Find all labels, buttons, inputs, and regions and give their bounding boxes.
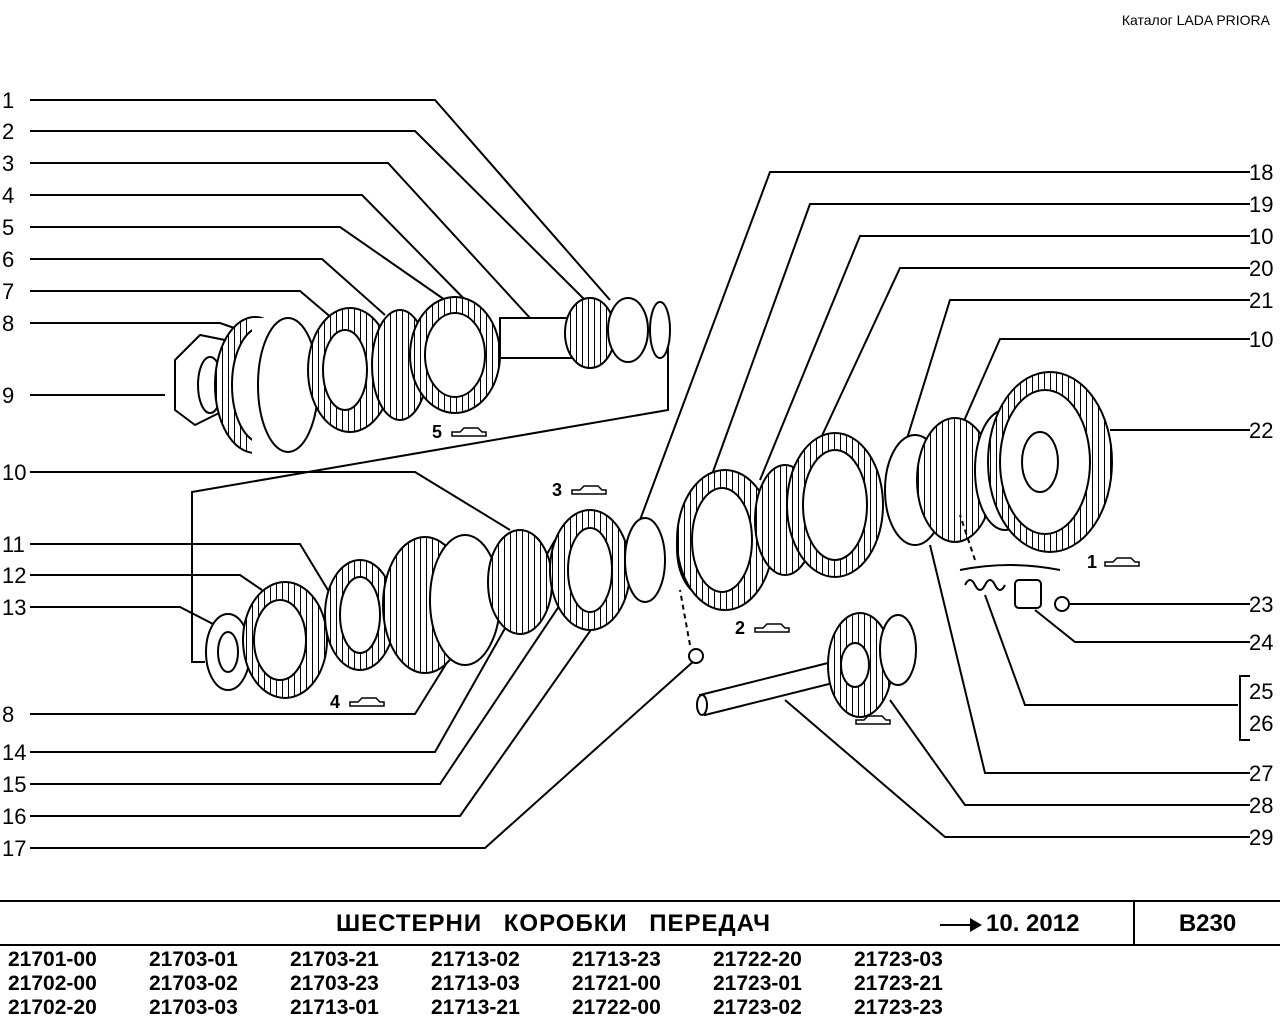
model-code: 21703-23 — [290, 972, 379, 995]
model-code: 21703-02 — [149, 972, 238, 995]
reverse-idler — [696, 612, 917, 718]
callout-9: 9 — [2, 383, 14, 408]
exploded-gearbox-diagram: 5 3 4 2 1 1 2 3 4 5 6 7 8 9 10 11 12 13 … — [2, 88, 1273, 861]
gear-label-4: 4 — [330, 692, 340, 712]
callout-22: 22 — [1249, 418, 1273, 443]
callout-12: 12 — [2, 563, 26, 588]
callout-6: 6 — [2, 247, 14, 272]
model-code: 21723-23 — [854, 996, 943, 1019]
callout-28: 28 — [1249, 793, 1273, 818]
model-code: 21723-21 — [854, 972, 943, 995]
model-code: 21703-21 — [290, 948, 379, 971]
assembly-arrows — [679, 514, 976, 646]
model-list: 21701-00 21702-00 21702-20 21703-01 2170… — [8, 948, 1008, 1020]
callout-16: 16 — [2, 804, 26, 829]
model-code: 21722-20 — [713, 948, 802, 971]
callout-11: 11 — [2, 532, 25, 557]
model-code: 21702-20 — [8, 996, 97, 1019]
title-block: ШЕСТЕРНИ КОРОБКИ ПЕРЕДАЧ 10. 2012 B230 — [0, 900, 1280, 946]
catalog-header: Каталог LADA PRIORA — [1121, 12, 1270, 28]
model-code: 21713-03 — [431, 972, 520, 995]
callout-13: 13 — [2, 595, 26, 620]
callout-18: 18 — [1249, 160, 1273, 185]
callout-26: 26 — [1249, 711, 1273, 736]
callout-19: 19 — [1249, 192, 1273, 217]
callout-5: 5 — [2, 215, 14, 240]
callout-4: 4 — [2, 183, 14, 208]
callout-14: 14 — [2, 740, 26, 765]
upper-shaft-assembly — [174, 296, 671, 455]
gear-indicators: 5 3 4 2 1 — [330, 422, 1140, 725]
detent-parts — [688, 564, 1070, 664]
callout-10r2: 10 — [1249, 327, 1273, 352]
page-code: B230 — [1178, 910, 1237, 937]
model-code: 21702-00 — [8, 972, 97, 995]
model-code: 21723-02 — [713, 996, 802, 1019]
callout-numbers: 1 2 3 4 5 6 7 8 9 10 11 12 13 8 14 15 16… — [2, 88, 1273, 861]
callout-21: 21 — [1249, 288, 1273, 313]
model-code: 21701-00 — [8, 948, 97, 971]
date-field: 10. 2012 — [940, 910, 1079, 938]
gear-label-3: 3 — [552, 480, 562, 500]
model-code: 21703-01 — [149, 948, 238, 971]
callout-15: 15 — [2, 772, 26, 797]
callout-25: 25 — [1249, 679, 1273, 704]
leader-lines — [30, 99, 1250, 849]
date-value: 10. 2012 — [986, 910, 1080, 937]
arrow-icon — [940, 917, 982, 932]
model-code: 21721-00 — [572, 972, 661, 995]
callout-27: 27 — [1249, 761, 1273, 786]
gear-label-2: 2 — [735, 618, 745, 638]
model-code: 21713-01 — [290, 996, 379, 1019]
model-code: 21723-03 — [854, 948, 943, 971]
callout-7: 7 — [2, 279, 14, 304]
callout-10: 10 — [2, 460, 26, 485]
page-title: ШЕСТЕРНИ КОРОБКИ ПЕРЕДАЧ — [336, 910, 772, 937]
callout-24: 24 — [1249, 630, 1273, 655]
callout-3: 3 — [2, 151, 14, 176]
model-code: 21722-00 — [572, 996, 661, 1019]
callout-10r: 10 — [1249, 224, 1273, 249]
callout-8b: 8 — [2, 702, 14, 727]
model-code: 21723-01 — [713, 972, 802, 995]
callout-23: 23 — [1249, 592, 1273, 617]
model-code: 21713-02 — [431, 948, 520, 971]
divider — [1133, 902, 1135, 944]
model-code: 21713-23 — [572, 948, 661, 971]
model-code: 21713-21 — [431, 996, 520, 1019]
callout-29: 29 — [1249, 825, 1273, 850]
callout-20: 20 — [1249, 256, 1273, 281]
gear-label-1: 1 — [1087, 552, 1097, 572]
callout-1: 1 — [2, 88, 14, 113]
gear-label-5: 5 — [432, 422, 442, 442]
lower-shaft-assembly — [205, 371, 1113, 699]
callout-8: 8 — [2, 311, 14, 336]
callout-2: 2 — [2, 119, 14, 144]
callout-17: 17 — [2, 836, 26, 861]
model-code: 21703-03 — [149, 996, 238, 1019]
